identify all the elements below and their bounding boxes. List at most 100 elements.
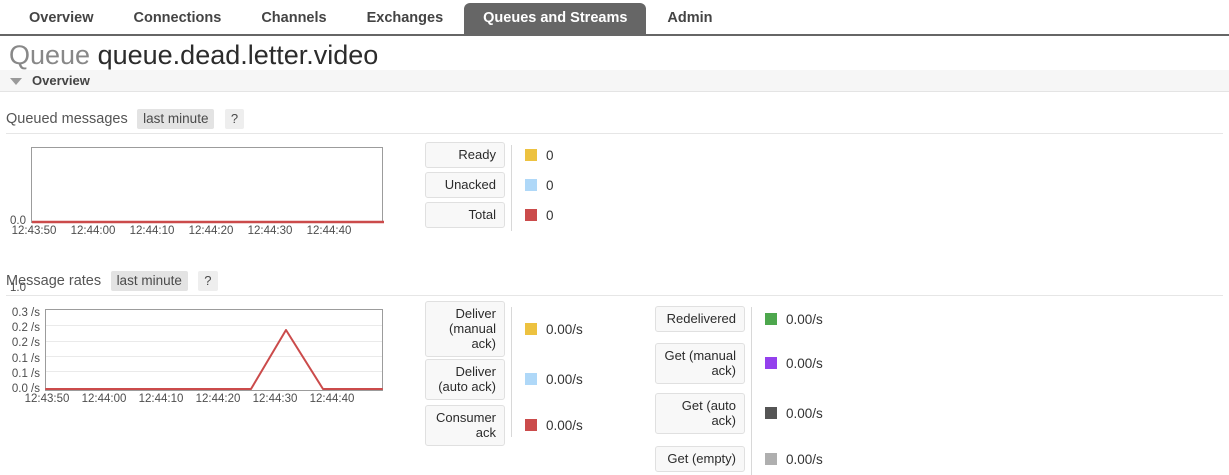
legend-row-consumer-ack: Consumer ack 0.00/s (425, 404, 625, 446)
legend2-left-separator (511, 307, 512, 437)
chart2-ytick-0: 0.0 /s (11, 383, 40, 395)
tab-exchanges[interactable]: Exchanges (366, 10, 444, 26)
legend2-right-separator (751, 307, 752, 475)
legend-key-consumer-ack[interactable]: Consumer ack (425, 404, 505, 446)
chart2-xtick-1: 12:44:00 (81, 393, 127, 405)
color-swatch-deliver-manual-ack (525, 323, 537, 335)
legend-value-get-manual-ack: 0.00/s (786, 355, 823, 371)
message-rates-title: Message rates (6, 273, 102, 289)
main-navigation: Overview Connections Channels Exchanges … (0, 0, 1229, 36)
chart2-xtick-0: 12:43:50 (24, 393, 70, 405)
chart2-xtick-2: 12:44:10 (138, 393, 184, 405)
chart1-xtick-4: 12:44:30 (247, 225, 293, 237)
legend-row-get-empty: Get (empty) 0.00/s (655, 439, 855, 475)
legend-row-redelivered: Redelivered 0.00/s (655, 305, 855, 333)
legend-value-unacked: 0 (546, 177, 554, 193)
chart2-gridline (46, 325, 382, 326)
chart1-xtick-0: 12:43:50 (11, 225, 57, 237)
tab-channels[interactable]: Channels (261, 10, 327, 26)
legend-key-get-auto-ack[interactable]: Get (auto ack) (655, 392, 745, 434)
legend-key-deliver-auto-ack[interactable]: Deliver (auto ack) (425, 358, 505, 400)
color-swatch-redelivered (765, 313, 777, 325)
queued-messages-header: Queued messages last minute ? (6, 109, 245, 129)
legend1-separator (511, 145, 512, 231)
chart1-plot-area (31, 147, 384, 224)
chart1-ytick-1: 1.0 (10, 282, 26, 294)
queued-messages-help-button[interactable]: ? (224, 109, 245, 129)
legend-row-unacked: Unacked 0 (425, 172, 605, 198)
color-swatch-get-manual-ack (765, 357, 777, 369)
legend-value-ready: 0 (546, 147, 554, 163)
message-rates-legend-right: Redelivered 0.00/s Get (manual ack) 0.00… (655, 305, 855, 475)
legend-value-consumer-ack: 0.00/s (546, 417, 583, 433)
legend-row-total: Total 0 (425, 202, 605, 228)
legend-row-ready: Ready 0 (425, 142, 605, 168)
legend-row-deliver-manual-ack: Deliver (manual ack) 0.00/s (425, 301, 625, 357)
legend-value-get-empty: 0.00/s (786, 451, 823, 467)
legend-value-redelivered: 0.00/s (786, 311, 823, 327)
queued-messages-divider (6, 133, 1223, 134)
chart2-xtick-5: 12:44:40 (309, 393, 355, 405)
color-swatch-get-auto-ack (765, 407, 777, 419)
tab-queues-and-streams[interactable]: Queues and Streams (464, 3, 647, 34)
queued-messages-chart: 1.0 0.0 12:43:50 12:44:00 12:44:10 12:44… (0, 140, 410, 294)
overview-section-label: Overview (32, 73, 90, 88)
chart2-gridline (46, 371, 382, 372)
color-swatch-get-empty (765, 453, 777, 465)
queued-messages-legend: Ready 0 Unacked 0 Total 0 (425, 142, 605, 233)
message-rates-header: Message rates last minute ? (6, 271, 218, 291)
color-swatch-consumer-ack (525, 419, 537, 431)
message-rates-chart: 0.3 /s 0.2 /s 0.2 /s 0.1 /s 0.1 /s 0.0 /… (0, 303, 410, 408)
color-swatch-deliver-auto-ack (525, 373, 537, 385)
queued-messages-period-button[interactable]: last minute (137, 109, 215, 129)
legend-row-get-manual-ack: Get (manual ack) 0.00/s (655, 339, 855, 387)
chart2-ytick-5: 0.3 /s (11, 307, 40, 319)
legend-key-redelivered[interactable]: Redelivered (655, 306, 745, 332)
chart1-xtick-5: 12:44:40 (306, 225, 352, 237)
queue-name: queue.dead.letter.video (97, 40, 379, 70)
legend-key-total[interactable]: Total (425, 202, 505, 228)
tab-admin[interactable]: Admin (667, 10, 713, 26)
chart2-ytick-2: 0.1 /s (11, 353, 40, 365)
color-swatch-total (525, 209, 537, 221)
queued-messages-title: Queued messages (6, 111, 128, 127)
legend-key-unacked[interactable]: Unacked (425, 172, 505, 198)
color-swatch-ready (525, 149, 537, 161)
legend-row-get-auto-ack: Get (auto ack) 0.00/s (655, 392, 855, 434)
page-title: Queue queue.dead.letter.video (9, 40, 378, 70)
chart1-series-total (32, 220, 384, 224)
overview-section-header[interactable]: Overview (0, 70, 1229, 92)
chart1-ytick-0: 0.0 (10, 215, 26, 227)
message-rates-legend-left: Deliver (manual ack) 0.00/s Deliver (aut… (425, 301, 625, 451)
tab-connections[interactable]: Connections (133, 10, 222, 26)
legend-value-get-auto-ack: 0.00/s (786, 405, 823, 421)
legend-value-total: 0 (546, 207, 554, 223)
chart1-xtick-1: 12:44:00 (70, 225, 116, 237)
chart2-xtick-4: 12:44:30 (252, 393, 298, 405)
legend-key-ready[interactable]: Ready (425, 142, 505, 168)
message-rates-divider (6, 295, 1223, 296)
chart1-xtick-3: 12:44:20 (188, 225, 234, 237)
color-swatch-unacked (525, 179, 537, 191)
page-title-prefix: Queue (9, 40, 91, 70)
chevron-down-icon (10, 78, 22, 85)
chart2-xtick-3: 12:44:20 (195, 393, 241, 405)
tab-overview[interactable]: Overview (29, 10, 94, 26)
chart2-gridline (46, 341, 382, 342)
legend-row-deliver-auto-ack: Deliver (auto ack) 0.00/s (425, 358, 625, 400)
chart2-gridline (46, 356, 382, 357)
legend-key-deliver-manual-ack[interactable]: Deliver (manual ack) (425, 301, 505, 357)
legend-key-get-empty[interactable]: Get (empty) (655, 446, 745, 472)
message-rates-period-button[interactable]: last minute (110, 271, 188, 291)
chart1-xtick-2: 12:44:10 (129, 225, 175, 237)
legend-value-deliver-manual-ack: 0.00/s (546, 321, 583, 337)
nav-tab-list: Overview Connections Channels Exchanges … (0, 0, 1229, 34)
chart2-plot-area (45, 309, 383, 391)
legend-value-deliver-auto-ack: 0.00/s (546, 371, 583, 387)
legend-key-get-manual-ack[interactable]: Get (manual ack) (655, 342, 745, 384)
chart2-ytick-4: 0.2 /s (11, 322, 40, 334)
chart2-ytick-3: 0.2 /s (11, 337, 40, 349)
message-rates-help-button[interactable]: ? (198, 271, 218, 291)
chart2-series-consumer-ack (45, 329, 383, 390)
